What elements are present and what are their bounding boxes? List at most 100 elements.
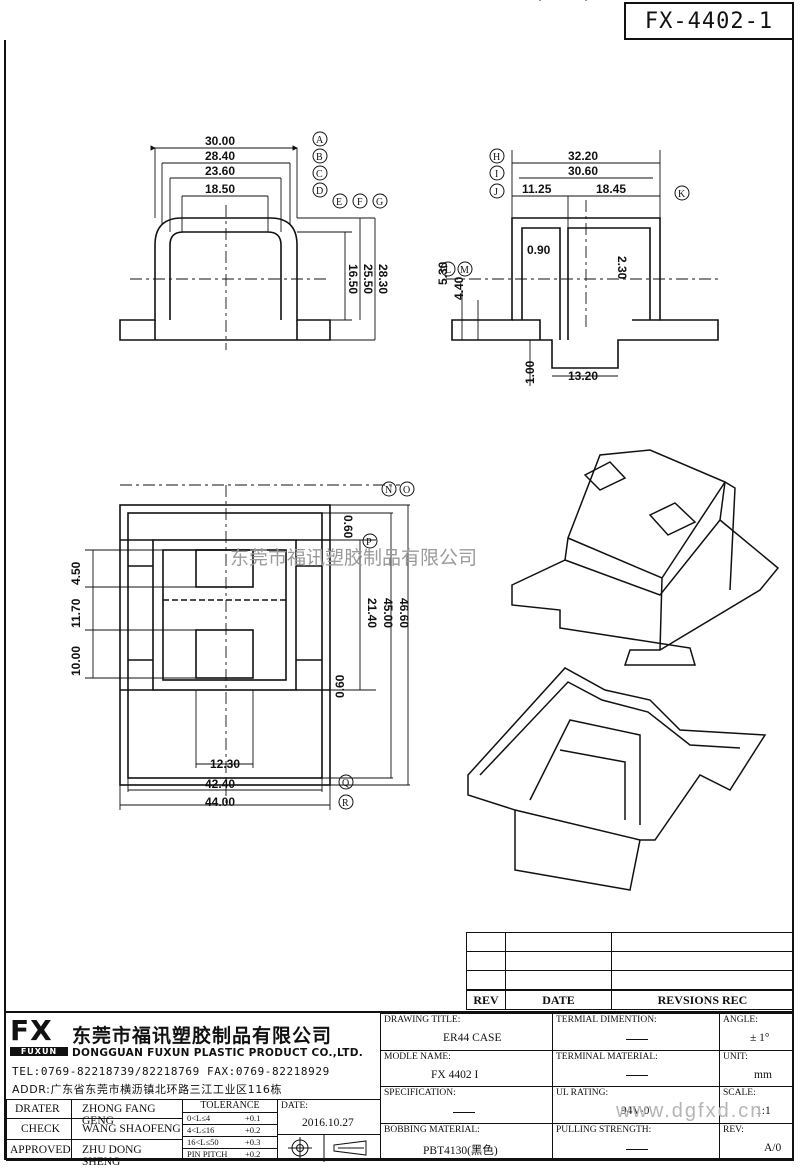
callout-p: P [362,533,378,549]
svg-text:12.30: 12.30 [210,757,240,771]
specification-label: SPECIFICATION: [384,1088,456,1098]
drawing-title: ER44 CASE [443,1032,502,1044]
svg-text:42.40: 42.40 [205,777,235,791]
rev-value: A/0 [764,1142,782,1154]
svg-text:E: E [336,197,342,208]
callout-i: I [489,165,505,181]
svg-text:32.20: 32.20 [568,149,598,163]
drawing-number: FX-4402-1 [624,2,794,40]
dim-v2: 25.50 [361,264,375,294]
callout-c: C [312,165,328,181]
terminal-material-label: TERMINAL MATERIAL: [556,1052,658,1062]
svg-text:O: O [403,485,410,496]
check-name: WANG SHAOFENG [82,1123,181,1135]
bobbin-material-label: BOBBING MATERIAL: [384,1125,480,1135]
callout-f: F [352,193,368,209]
svg-text:R: R [342,798,349,809]
rev-header: REV [466,989,506,1010]
side-view [451,217,719,369]
callout-g: G [372,193,388,209]
watermark-text: 东莞市福讯塑胶制品有限公司 [230,547,478,569]
svg-text:0.60: 0.60 [341,515,355,539]
svg-text:30.60: 30.60 [568,164,598,178]
drawing-title-label: DRAWING TITLE: [384,1015,461,1025]
model-name: FX 4402 I [431,1069,479,1081]
svg-text:11.25: 11.25 [522,182,552,196]
dim-v3: 28.30 [376,264,390,294]
svg-text:44.00: 44.00 [205,795,235,809]
approved-name: ZHU DONG SHENG [82,1144,142,1168]
tolerance-box: TOLERANCE 0<L≤4+0.1 4<L≤16+0.2 16<L≤50+0… [182,1099,278,1161]
dim-c: 23.60 [205,164,235,178]
title-block: FX FUXUN 东莞市福讯塑胶制品有限公司 DONGGUAN FUXUN PL… [4,1011,794,1168]
date-box: DATE: 2016.10.27 [277,1099,381,1135]
svg-text:46.60: 46.60 [397,598,411,628]
svg-text:45.00: 45.00 [381,598,395,628]
company-name-cn: 东莞市福讯塑胶制品有限公司 [72,1025,333,1047]
dim-a: 30.00 [205,134,235,148]
scale-label: SCALE: [723,1088,756,1098]
svg-text:D: D [316,186,323,197]
svg-text:G: G [376,197,383,208]
drater-label: DRATER [15,1103,60,1115]
unit-value: mm [754,1069,772,1081]
dim-d: 18.50 [205,182,235,196]
company-logo: FX FUXUN [10,1017,70,1063]
angle-label: ANGLE: [723,1015,758,1025]
projection-symbol [277,1134,381,1162]
revisions-header: REVSIONS REC [611,989,794,1010]
approved-label: APPROVED [10,1144,71,1156]
pulling-strength-label: PULLING STRENGTH: [556,1125,652,1135]
company-name-en: DONGGUAN FUXUN PLASTIC PRODUCT CO.,LTD. [72,1047,364,1059]
svg-text:0.60: 0.60 [333,674,347,698]
callout-r: R [338,794,354,810]
callout-m: M [457,261,473,277]
svg-text:2.30: 2.30 [615,256,629,280]
plan-view [119,504,331,786]
callout-h: H [489,148,505,164]
svg-text:M: M [460,265,469,276]
callout-e: E [332,193,348,209]
callout-q: Q [338,774,354,790]
svg-text:1.00: 1.00 [523,360,537,384]
callout-a: A [312,131,328,147]
svg-text:13.20: 13.20 [568,369,598,383]
svg-text:4.50: 4.50 [69,561,83,585]
unit-label: UNIT: [723,1052,748,1062]
svg-text:H: H [493,152,500,163]
site-watermark: www.dgfxd.cn [616,1100,764,1122]
svg-text:18.45: 18.45 [596,182,626,196]
svg-text:11.70: 11.70 [69,598,83,628]
bobbin-material: PBT4130(黑色) [423,1145,498,1157]
svg-text:10.00: 10.00 [69,646,83,676]
svg-text:B: B [316,152,323,163]
callout-d: D [312,182,328,198]
svg-text:J: J [494,187,498,198]
svg-text:P: P [366,537,372,548]
svg-text:0.90: 0.90 [527,243,551,257]
isometric-base [467,667,767,891]
svg-text:L: L [445,265,451,276]
ul-rating-label: UL RATING: [556,1088,609,1098]
check-label: CHECK [21,1123,60,1135]
rev-label: REV: [723,1125,744,1135]
top-view [119,217,331,341]
ul-rating: 94V-0 [621,1105,650,1117]
company-address: ADDR:广东省东莞市横沥镇北环路三江工业区116栋 [12,1083,283,1096]
dim-v1: 16.50 [346,264,360,294]
callout-o: O [399,481,415,497]
svg-text:I: I [495,169,498,180]
callout-k: K [674,185,690,201]
svg-text:4.40: 4.40 [452,276,466,300]
model-label: MODLE NAME: [384,1052,451,1062]
dim-b: 28.40 [205,149,235,163]
date-value: 2016.10.27 [302,1117,354,1129]
callout-b: B [312,148,328,164]
svg-text:K: K [678,189,686,200]
date-header: DATE [505,989,612,1010]
svg-text:F: F [357,197,363,208]
company-tel: TEL:0769-82218739/82218769 FAX:0769-8221… [12,1065,330,1078]
svg-text:C: C [316,169,323,180]
scale-value: 1:1 [756,1105,771,1117]
